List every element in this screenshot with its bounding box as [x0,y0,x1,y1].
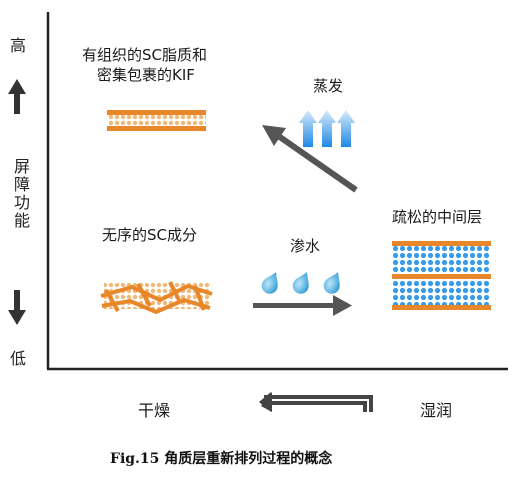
loose-middle-layer-label: 疏松的中间层 [392,208,483,226]
evaporation-arrows-icon [299,110,355,147]
return-arrow-icon [259,392,373,412]
figure-caption: Fig.15 角质层重新排列过程的概念 [110,451,333,467]
y-axis-low-label: 低 [10,349,27,368]
water-penetration-label: 渗水 [290,237,321,255]
penetration-arrow [253,295,352,316]
x-axis-dry-label: 干燥 [138,401,171,420]
water-drop-icon [261,272,340,294]
evaporation-label: 蒸发 [313,77,344,95]
down-arrow-icon [8,290,26,325]
y-axis-high-label: 高 [10,36,27,55]
organized-sc-layer [107,110,206,131]
drying-diagonal-arrow [262,125,358,193]
y-axis-title: 屏障功能 [11,158,30,230]
disordered-sc-layer [100,281,213,315]
loose-middle-layer [392,241,491,310]
organized-kif-label-line1: 有组织的SC脂质和 [82,46,207,64]
organized-kif-label-line2: 密集包裹的KIF [97,66,195,84]
up-arrow-icon [8,79,26,114]
x-axis-wet-label: 湿润 [420,401,453,420]
disordered-sc-label: 无序的SC成分 [102,226,197,244]
